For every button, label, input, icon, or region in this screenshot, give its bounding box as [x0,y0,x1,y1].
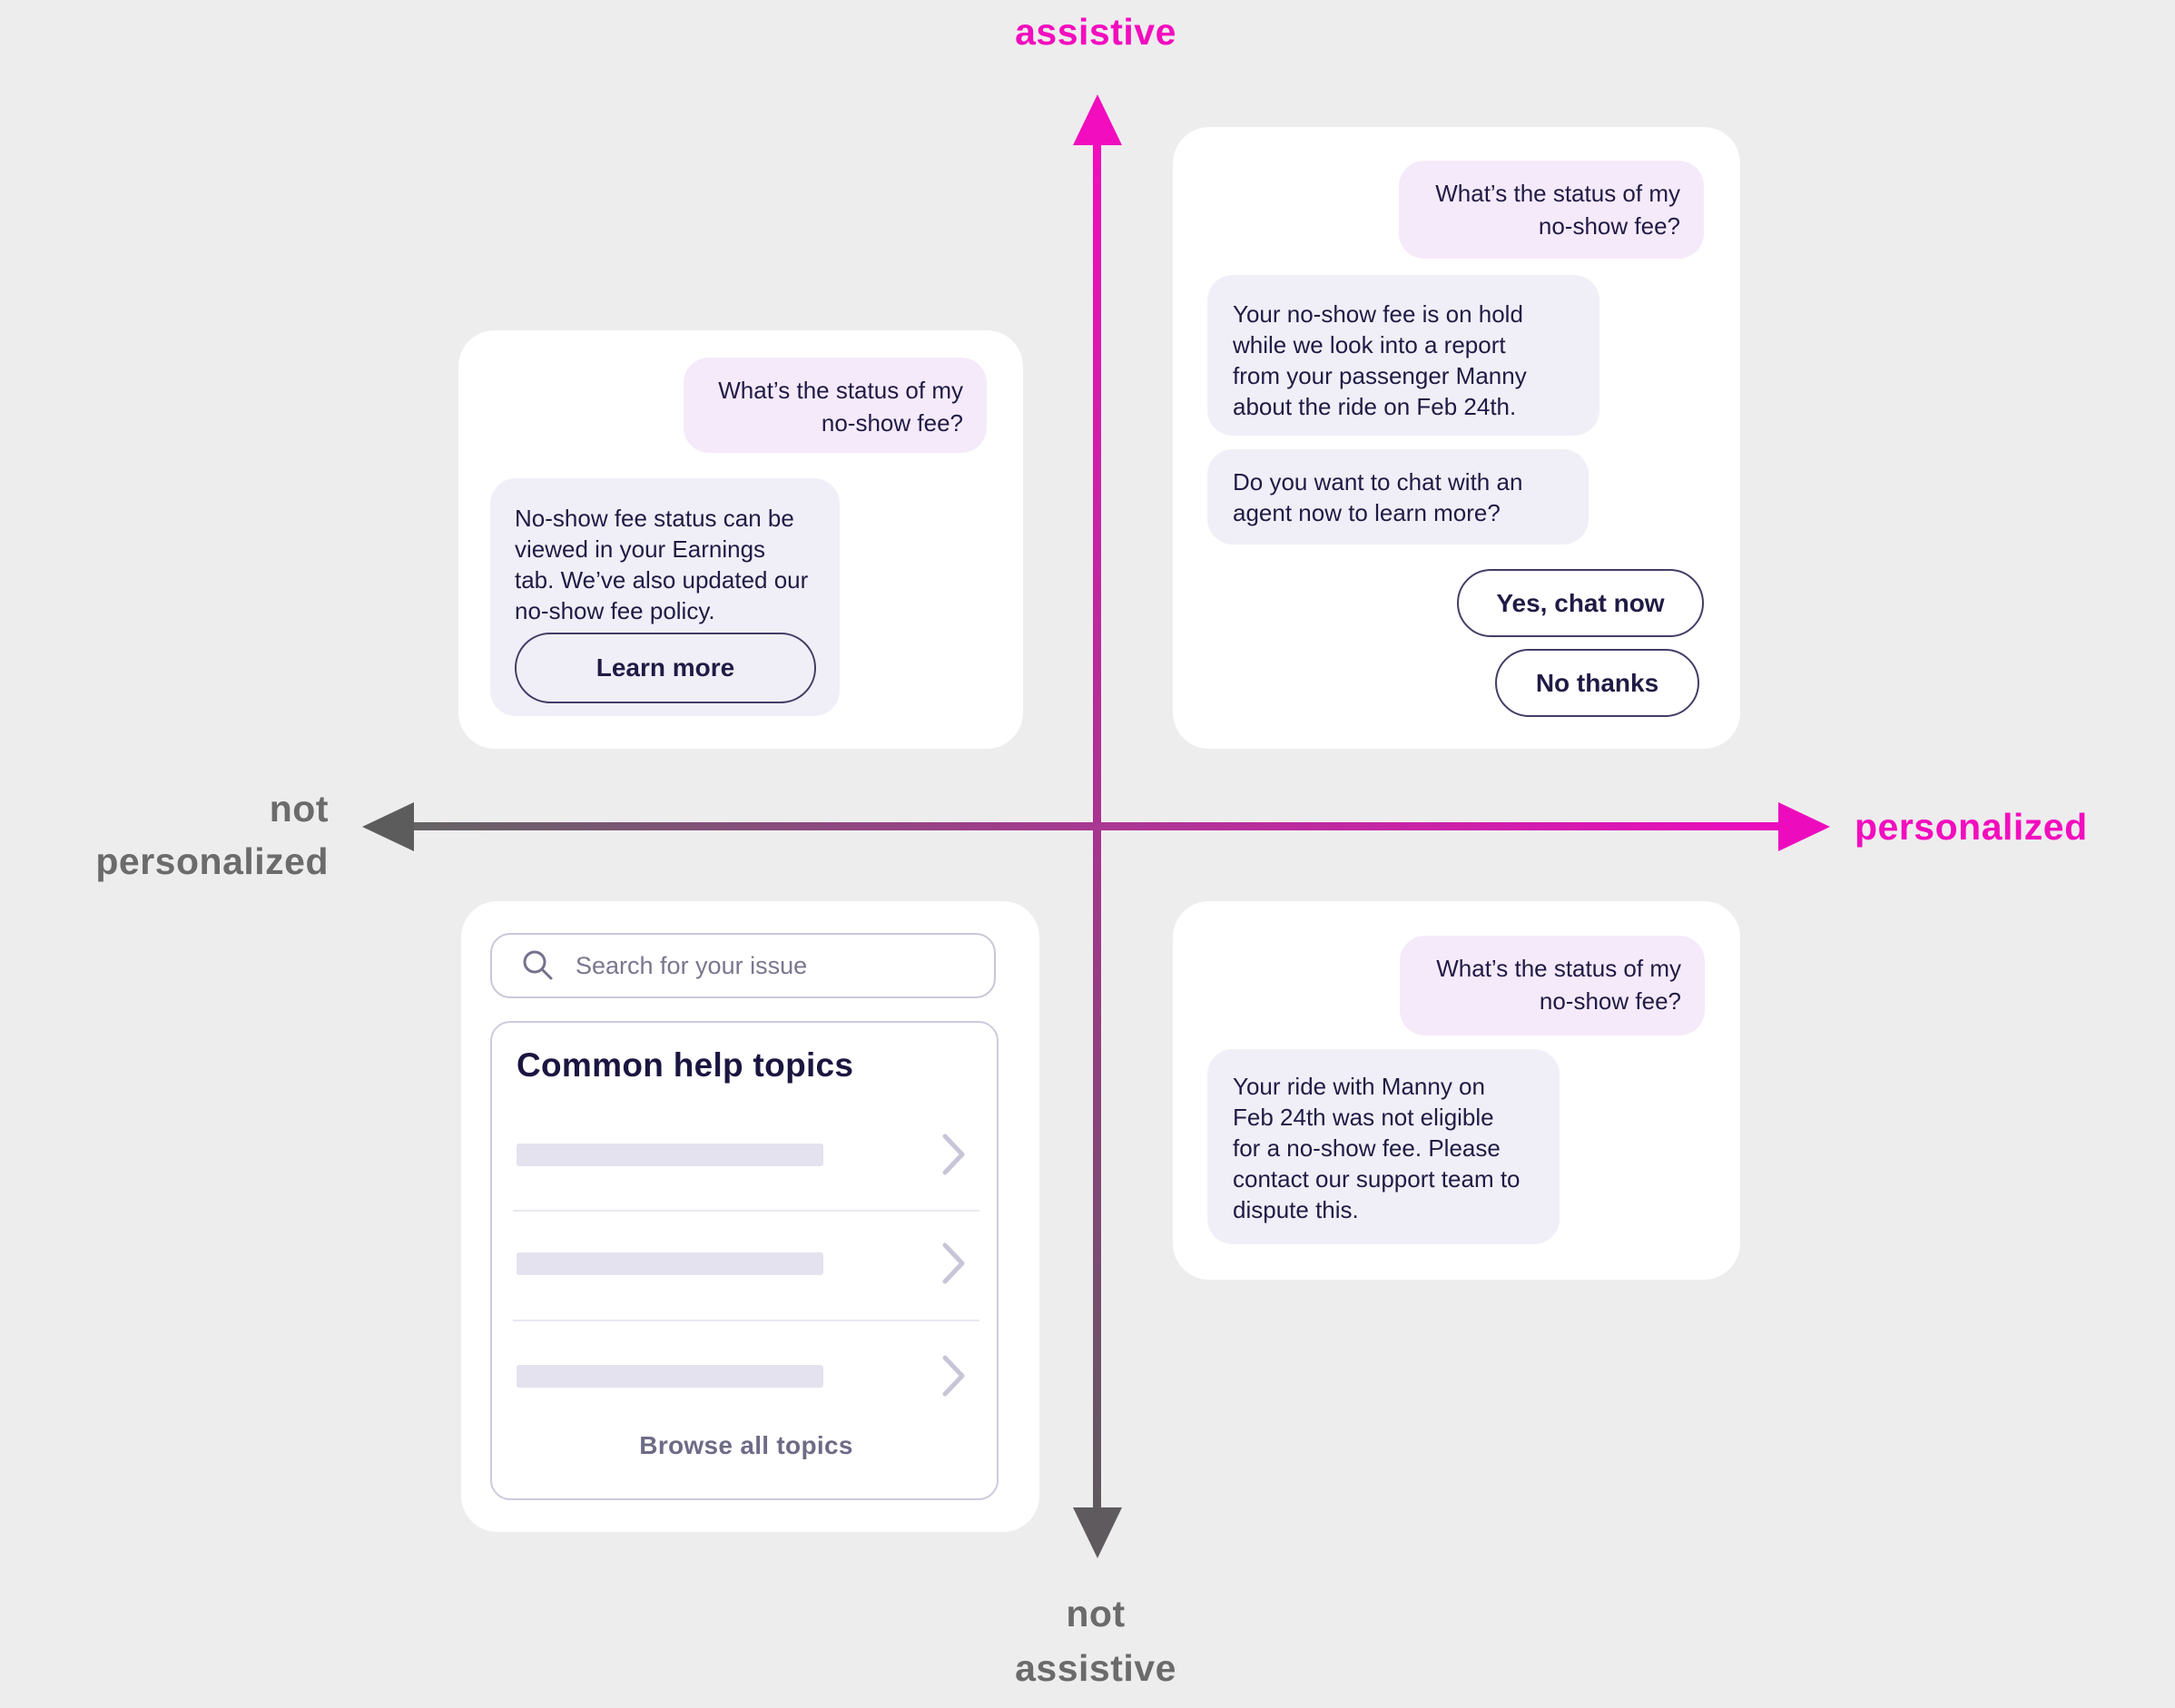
card-not-assistive-not-personalized: Search for your issue Common help topics… [461,901,1039,1532]
skeleton-bar [517,1252,823,1275]
search-icon [523,950,553,980]
message-line: No-show fee status can be [515,505,794,532]
axis-label-line: personalized [95,840,329,882]
user-message-bubble: What’s the status of my no-show fee? [684,358,987,453]
message-line: What’s the status of my [1435,180,1680,207]
message-line: for a no-show fee. Please [1233,1134,1501,1162]
user-message-bubble: What’s the status of my no-show fee? [1400,936,1705,1036]
message-line: no-show fee? [1538,212,1680,240]
learn-more-button[interactable]: Learn more [515,633,816,703]
message-line: contact our support team to [1233,1165,1521,1193]
bot-message-bubble: Your ride with Manny on Feb 24th was not… [1207,1049,1560,1244]
card-not-assistive-personalized: What’s the status of my no-show fee? You… [1173,901,1740,1280]
message-line: Feb 24th was not eligible [1233,1104,1494,1131]
message-line: What’s the status of my [1436,955,1681,982]
no-thanks-button[interactable]: No thanks [1495,649,1699,717]
card-assistive-not-personalized: What’s the status of my no-show fee? No-… [458,330,1023,749]
skeleton-bar [517,1365,823,1388]
message-line: while we look into a report [1233,331,1506,358]
card-assistive-personalized: What’s the status of my no-show fee? You… [1173,127,1740,749]
message-line: viewed in your Earnings [515,535,766,563]
message-line: dispute this. [1233,1196,1359,1223]
message-line: about the ride on Feb 24th. [1233,393,1517,420]
row-divider [513,1210,979,1212]
message-line: What’s the status of my [718,377,963,404]
yes-chat-now-button[interactable]: Yes, chat now [1457,569,1704,637]
left-arrow-icon [362,802,414,851]
axis-label-not-assistive: not assistive [914,1586,1277,1695]
message-line: Do you want to chat with an [1233,468,1523,496]
axis-label-line: not [1066,1593,1126,1634]
message-line: from your passenger Manny [1233,362,1527,389]
bot-message-bubble: Your no-show fee is on hold while we loo… [1207,275,1599,436]
search-placeholder: Search for your issue [576,951,808,979]
message-line: no-show fee? [1539,987,1681,1015]
right-arrow-icon [1778,802,1830,851]
axis-label-not-personalized: not personalized [36,782,329,888]
chevron-right-icon[interactable] [942,1242,966,1285]
message-line: no-show fee? [821,409,963,437]
horizontal-axis [407,822,1786,830]
axis-label-line: assistive [1015,1647,1176,1689]
browse-all-topics-link[interactable]: Browse all topics [639,1431,853,1459]
message-line: Your no-show fee is on hold [1233,300,1523,328]
message-line: no-show fee policy. [515,597,715,624]
axis-label-line: not [269,788,329,829]
chevron-right-icon[interactable] [942,1354,966,1398]
user-message-bubble: What’s the status of my no-show fee? [1399,161,1704,259]
chevron-right-icon[interactable] [942,1133,966,1176]
search-input[interactable]: Search for your issue [490,933,996,998]
axis-label-assistive: assistive [1015,11,1176,53]
skeleton-bar [517,1144,823,1166]
help-topics-heading: Common help topics [517,1046,854,1084]
down-arrow-icon [1073,1507,1122,1558]
bot-message-bubble: No-show fee status can be viewed in your… [490,478,840,716]
message-line: Your ride with Manny on [1233,1073,1485,1100]
help-topics-card: Common help topics Browse all topics [490,1021,999,1500]
row-divider [513,1320,979,1321]
message-line: agent now to learn more? [1233,499,1501,526]
bot-message-bubble: Do you want to chat with an agent now to… [1207,449,1589,545]
axis-label-personalized: personalized [1855,806,2088,848]
message-line: tab. We’ve also updated our [515,566,809,594]
up-arrow-icon [1073,94,1122,145]
